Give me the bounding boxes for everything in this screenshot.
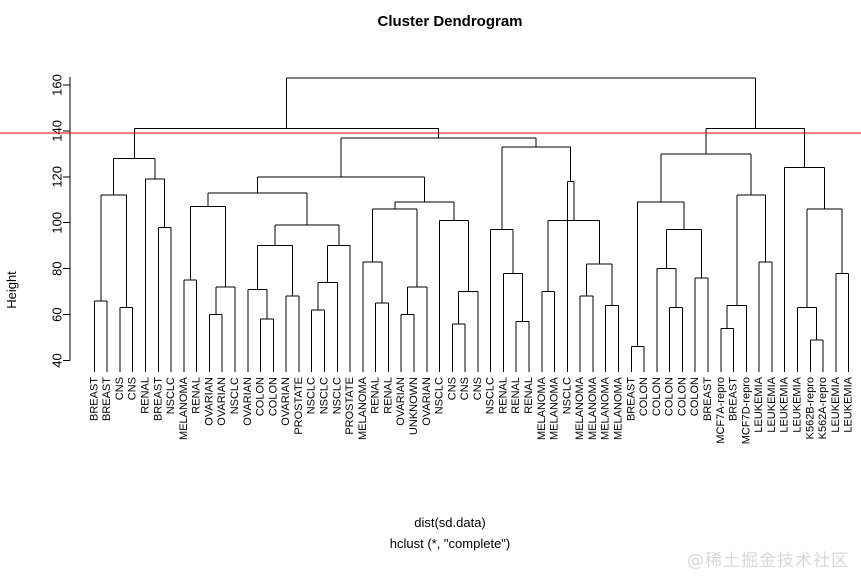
y-axis-tick-label: 160	[50, 74, 65, 96]
leaf-label: RENAL	[370, 377, 382, 414]
leaf-label: BREAST	[728, 377, 740, 421]
leaf-label: NSCLC	[306, 377, 318, 414]
leaf-label: NSCLC	[434, 377, 446, 414]
page-title: Cluster Dendrogram	[377, 13, 522, 30]
leaf-label: CNS	[459, 377, 471, 400]
leaf-label: COLON	[255, 377, 267, 416]
leaf-label: MELANOMA	[536, 376, 548, 440]
leaf-label: BREAST	[625, 377, 637, 421]
leaf-label: OVARIAN	[242, 377, 254, 426]
leaf-label: NSCLC	[485, 377, 497, 414]
leaf-label: NSCLC	[229, 377, 241, 414]
y-axis-tick-label: 100	[50, 212, 65, 234]
leaf-label: COLON	[638, 377, 650, 416]
y-axis-tick-label: 60	[50, 307, 65, 321]
leaf-label: MELANOMA	[178, 376, 190, 440]
leaf-label: PROSTATE	[344, 377, 356, 435]
leaf-label: PROSTATE	[293, 377, 305, 435]
y-axis: 40 60 80 100 120 140 160	[50, 74, 71, 368]
leaf-label: LEUKEMIA	[843, 376, 855, 432]
leaf-label: K562A-repro	[817, 377, 829, 439]
leaf-label: RENAL	[523, 377, 535, 414]
leaf-label: LEUKEMIA	[753, 376, 765, 432]
leaf-label: CNS	[127, 377, 139, 400]
y-axis-tick-label: 140	[50, 120, 65, 142]
leaf-label: LEUKEMIA	[830, 376, 842, 432]
leaf-label: NSCLC	[318, 377, 330, 414]
leaf-label: BREAST	[101, 377, 113, 421]
leaf-label: BREAST	[152, 377, 164, 421]
leaf-label: LEUKEMIA	[766, 376, 778, 432]
leaf-label: COLON	[267, 377, 279, 416]
x-axis-label-secondary: hclust (*, "complete")	[390, 536, 511, 551]
leaf-label: BREAST	[88, 377, 100, 421]
dendrogram-branches	[93, 77, 850, 372]
leaf-label: COLON	[664, 377, 676, 416]
leaf-label: MELANOMA	[613, 376, 625, 440]
leaf-label: BREAST	[702, 377, 714, 421]
leaf-label: MELANOMA	[600, 376, 612, 440]
leaf-label: MELANOMA	[357, 376, 369, 440]
leaf-label: RENAL	[140, 377, 152, 414]
leaf-label: MCF7D-repro	[740, 377, 752, 444]
leaf-label: MELANOMA	[587, 376, 599, 440]
y-axis-tick-label: 80	[50, 261, 65, 275]
y-axis-title: Height	[4, 271, 19, 309]
y-axis-tick-label: 40	[50, 353, 65, 367]
leaf-label: CNS	[446, 377, 458, 400]
leaf-label: NSCLC	[331, 377, 343, 414]
leaf-label: NSCLC	[561, 377, 573, 414]
leaf-label: COLON	[651, 377, 663, 416]
leaf-label: RENAL	[382, 377, 394, 414]
leaf-label: CNS	[114, 377, 126, 400]
leaf-label: NSCLC	[165, 377, 177, 414]
leaf-label: LEUKEMIA	[791, 376, 803, 432]
leaf-label: LEUKEMIA	[779, 376, 791, 432]
leaf-label: COLON	[689, 377, 701, 416]
leaf-label: MCF7A-repro	[715, 377, 727, 444]
leaf-label: K562B-repro	[804, 377, 816, 439]
leaf-label: RENAL	[510, 377, 522, 414]
leaf-label: RENAL	[497, 377, 509, 414]
leaf-label: OVARIAN	[280, 377, 292, 426]
leaf-label: COLON	[676, 377, 688, 416]
y-axis-tick-label: 120	[50, 166, 65, 188]
watermark: @稀土掘金技术社区	[687, 551, 849, 571]
leaf-label: UNKNOWN	[408, 377, 420, 435]
leaf-label: OVARIAN	[216, 377, 228, 426]
leaf-label: MELANOMA	[549, 376, 561, 440]
leaf-label: CNS	[472, 377, 484, 400]
leaf-label: OVARIAN	[203, 377, 215, 426]
leaf-label: MELANOMA	[574, 376, 586, 440]
leaf-label: RENAL	[191, 377, 203, 414]
leaf-label: OVARIAN	[395, 377, 407, 426]
leaf-label: OVARIAN	[421, 377, 433, 426]
x-axis-label-primary: dist(sd.data)	[414, 515, 486, 530]
